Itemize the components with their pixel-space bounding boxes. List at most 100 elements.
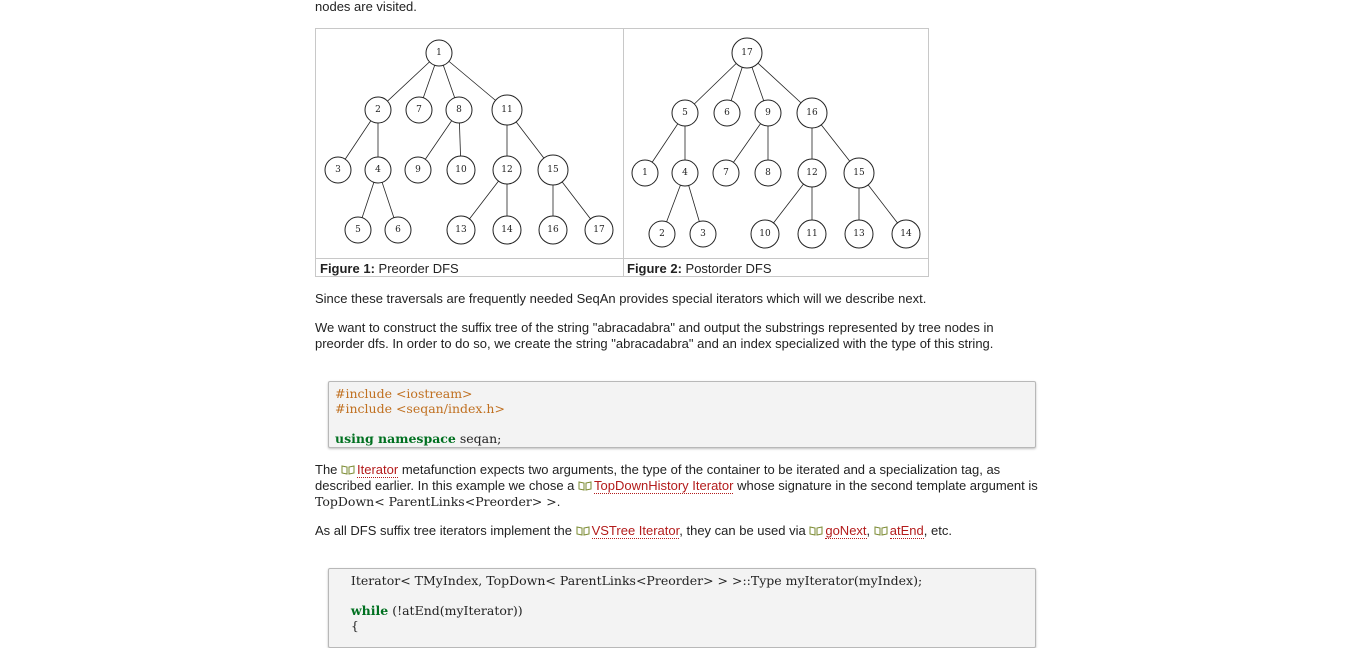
paragraph-suffix-tree: We want to construct the suffix tree of … (315, 320, 994, 351)
postorder-node-circle (843, 157, 875, 189)
postorder-node-label: 1 (642, 168, 648, 178)
preorder-node-label: 16 (547, 225, 559, 235)
code-using-keyword: using namespace (335, 431, 456, 446)
code-include-index: #include <seqan/index.h> (335, 401, 505, 416)
postorder-node-label: 7 (723, 168, 729, 178)
topdownhistory-iterator-link[interactable]: TopDownHistory Iterator (594, 478, 734, 494)
postorder-node-circle (712, 159, 740, 187)
preorder-node-label: 1 (436, 48, 442, 58)
postorder-node-label: 10 (759, 229, 771, 239)
postorder-node-circle (648, 220, 676, 248)
postorder-node-circle (754, 99, 782, 127)
preorder-node-circle (364, 156, 392, 184)
code-include-iostream: #include <iostream> (335, 386, 473, 401)
vstree-iterator-link[interactable]: VSTree Iterator (591, 523, 680, 539)
postorder-node-label: 12 (806, 168, 817, 178)
postorder-node-circle (731, 37, 763, 69)
book-icon (874, 524, 888, 536)
postorder-node-circle (750, 219, 780, 249)
preorder-node-label: 10 (455, 165, 467, 175)
preorder-node-label: 8 (456, 105, 462, 115)
preorder-node-circle (584, 215, 614, 245)
preorder-node-label: 15 (547, 165, 559, 175)
postorder-edges (644, 52, 907, 235)
preorder-node-circle (537, 154, 569, 186)
figure-2-caption: Figure 2: Postorder DFS (623, 258, 929, 278)
preorder-node-circle (446, 155, 476, 185)
preorder-node-label: 5 (355, 225, 361, 235)
preorder-node-circle (492, 215, 522, 245)
postorder-node-label: 9 (765, 108, 771, 118)
postorder-node-label: 17 (741, 48, 753, 58)
iterator-link[interactable]: Iterator (357, 462, 399, 478)
book-icon (578, 479, 592, 491)
book-icon (576, 524, 590, 536)
book-icon (341, 463, 355, 475)
postorder-node-label: 5 (682, 108, 688, 118)
code-iterator-decl: Iterator< TMyIndex, TopDown< ParentLinks… (335, 573, 923, 588)
postorder-node-label: 6 (724, 108, 730, 118)
book-icon (809, 524, 823, 536)
preorder-node-circle (384, 216, 412, 244)
preorder-node-circle (425, 39, 453, 67)
postorder-node-circle (797, 219, 827, 249)
postorder-node-label: 14 (900, 229, 912, 239)
postorder-node-circle (797, 158, 827, 188)
paragraph-dfs-iterators: As all DFS suffix tree iterators impleme… (315, 523, 952, 539)
preorder-node-circle (405, 96, 433, 124)
preorder-node-label: 12 (501, 165, 512, 175)
postorder-node-circle (671, 99, 699, 127)
preorder-node-label: 13 (455, 225, 467, 235)
preorder-node-label: 7 (416, 105, 422, 115)
postorder-node-circle (713, 99, 741, 127)
paragraph-traversals: Since these traversals are frequently ne… (315, 291, 927, 306)
postorder-node-label: 16 (806, 108, 818, 118)
code-while-keyword: while (350, 603, 389, 618)
preorder-node-label: 11 (501, 105, 512, 115)
paragraph-iterator: The Iterator metafunction expects two ar… (315, 462, 1038, 509)
inline-code-topdown: TopDown< ParentLinks<Preorder> > (315, 494, 557, 509)
preorder-node-label: 6 (395, 225, 401, 235)
postorder-node-label: 4 (682, 168, 688, 178)
postorder-node-label: 3 (700, 229, 706, 239)
postorder-node-label: 11 (806, 229, 817, 239)
preorder-node-circle (324, 156, 352, 184)
preorder-node-label: 4 (375, 165, 381, 175)
preorder-node-label: 2 (375, 105, 381, 115)
postorder-node-label: 8 (765, 168, 771, 178)
postorder-node-label: 15 (853, 168, 865, 178)
preorder-node-circle (538, 215, 568, 245)
postorder-node-circle (844, 219, 874, 249)
postorder-node-label: 13 (853, 229, 865, 239)
code-block-includes: #include <iostream> #include <seqan/inde… (328, 381, 1036, 448)
preorder-node-circle (344, 216, 372, 244)
figure-1-caption: Figure 1: Preorder DFS (316, 258, 623, 278)
postorder-node-label: 2 (659, 229, 665, 239)
postorder-node-circle (689, 220, 717, 248)
preorder-node-circle (446, 215, 476, 245)
code-open-brace: { (335, 618, 359, 633)
atend-link[interactable]: atEnd (889, 523, 924, 539)
preorder-node-label: 9 (415, 165, 421, 175)
intro-tail-text: nodes are visited. (315, 0, 417, 14)
preorder-node-label: 14 (501, 225, 513, 235)
preorder-node-circle (445, 96, 473, 124)
code-while-rest: (!atEnd(myIterator)) (388, 603, 523, 618)
postorder-node-circle (631, 159, 659, 187)
preorder-node-label: 3 (335, 165, 341, 175)
preorder-node-circle (404, 156, 432, 184)
gonext-link[interactable]: goNext (825, 523, 867, 539)
preorder-node-label: 17 (593, 225, 605, 235)
postorder-node-circle (796, 97, 828, 129)
code-block-iteration: Iterator< TMyIndex, TopDown< ParentLinks… (328, 568, 1036, 648)
preorder-node-circle (492, 155, 522, 185)
postorder-node-circle (891, 219, 921, 249)
postorder-node-circle (754, 159, 782, 187)
preorder-node-circle (491, 94, 523, 126)
